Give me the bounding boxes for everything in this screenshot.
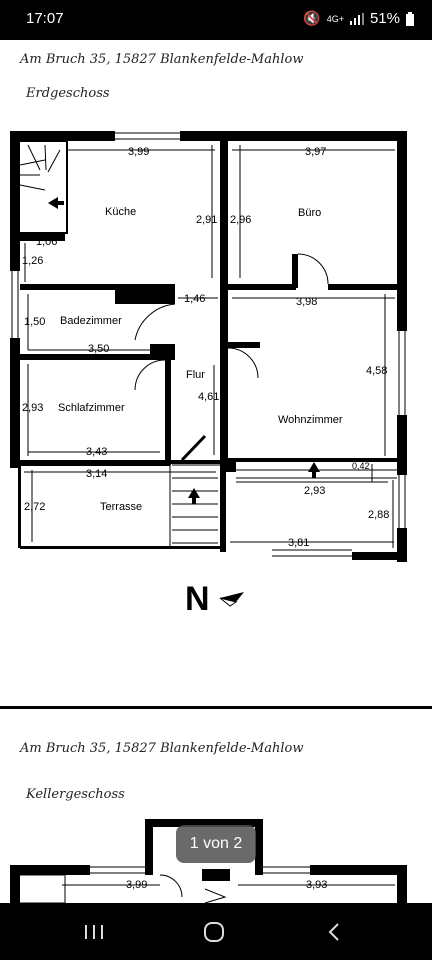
dim-label: 1,50 bbox=[24, 316, 45, 328]
home-icon bbox=[204, 922, 224, 942]
dim-label: 2,72 bbox=[24, 501, 45, 513]
dim-label: 4,61 bbox=[198, 391, 219, 403]
dim-label: 3,50 bbox=[88, 343, 109, 355]
document-page-1: Am Bruch 35, 15827 Blankenfelde-Mahlow E… bbox=[0, 40, 432, 706]
navigation-bar bbox=[0, 903, 432, 960]
network-label: 4G+ bbox=[326, 13, 344, 24]
floor-heading: Kellergeschoss bbox=[26, 787, 125, 802]
compass-label: N bbox=[185, 580, 210, 618]
dim-label: 2,93 bbox=[304, 485, 325, 497]
battery-icon bbox=[406, 11, 414, 26]
dim-label: 3,93 bbox=[306, 879, 327, 891]
back-button[interactable] bbox=[314, 917, 354, 947]
north-arrow-icon bbox=[219, 592, 244, 607]
signal-icon bbox=[349, 12, 364, 25]
clock: 17:07 bbox=[26, 10, 64, 27]
page-separator bbox=[0, 706, 432, 709]
status-bar: 17:07 🔇 4G+ 51% bbox=[0, 0, 432, 40]
room-label-terrasse: Terrasse bbox=[100, 501, 142, 513]
floor-plan-basement: 3,99 3,93 bbox=[10, 819, 407, 903]
floor-plan-ground: Küche Büro Badezimmer Flur Schlafzimmer … bbox=[10, 131, 407, 618]
room-label-buero: Büro bbox=[298, 207, 321, 219]
dim-label: 3,81 bbox=[288, 537, 309, 549]
room-label-wohnzimmer: Wohnzimmer bbox=[278, 414, 343, 426]
back-icon bbox=[328, 923, 339, 941]
page-indicator: 1 von 2 bbox=[176, 825, 256, 863]
dim-label: 2,96 bbox=[230, 214, 251, 226]
address-heading: Am Bruch 35, 15827 Blankenfelde-Mahlow bbox=[20, 741, 304, 756]
dim-label: 3,98 bbox=[296, 296, 317, 308]
room-label-badezimmer: Badezimmer bbox=[60, 315, 122, 327]
dim-label: 3,14 bbox=[86, 468, 107, 480]
dim-label: 0,42 bbox=[352, 461, 370, 471]
dim-label: 3,43 bbox=[86, 446, 107, 458]
dim-label: 3,99 bbox=[126, 879, 147, 891]
dim-label: 2,91 bbox=[196, 214, 217, 226]
document-page-2: Am Bruch 35, 15827 Blankenfelde-Mahlow K… bbox=[0, 709, 432, 903]
home-button[interactable] bbox=[194, 917, 234, 947]
room-label-flur: Flur bbox=[186, 369, 205, 381]
floor-heading: Erdgeschoss bbox=[26, 86, 110, 101]
recent-apps-button[interactable] bbox=[74, 917, 114, 947]
battery-percent: 51% bbox=[369, 10, 400, 27]
dim-label: 4,58 bbox=[366, 365, 387, 377]
dim-label: 2,88 bbox=[368, 509, 389, 521]
dim-label: 2,93 bbox=[22, 402, 43, 414]
room-label-schlafzimmer: Schlafzimmer bbox=[58, 402, 125, 414]
mute-icon: 🔇 bbox=[303, 10, 321, 26]
address-heading: Am Bruch 35, 15827 Blankenfelde-Mahlow bbox=[20, 52, 304, 67]
dim-label: 1,06 bbox=[36, 236, 57, 248]
dim-label: 1,26 bbox=[22, 255, 43, 267]
dim-label: 3,97 bbox=[305, 146, 326, 158]
dim-label: 3,99 bbox=[128, 146, 149, 158]
dim-label: 1,46 bbox=[184, 293, 205, 305]
recent-apps-icon bbox=[85, 925, 103, 939]
status-icons: 🔇 4G+ 51% bbox=[303, 10, 414, 27]
room-label-kueche: Küche bbox=[105, 206, 136, 218]
